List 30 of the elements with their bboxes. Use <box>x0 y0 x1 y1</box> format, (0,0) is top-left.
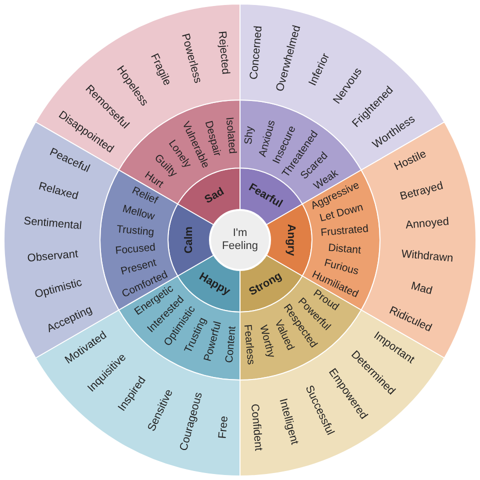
feeling-word: Withdrawn <box>400 248 454 265</box>
feeling-word: Shy <box>242 126 256 145</box>
feeling-word: Isolated <box>223 116 238 154</box>
feeling-word: Confident <box>248 403 264 452</box>
feeling-word: Focused <box>114 241 156 257</box>
feeling-word: Rejected <box>216 30 232 75</box>
feeling-word: Fragile <box>148 52 174 88</box>
category-label: Calm <box>183 226 195 254</box>
feeling-word: Hostile <box>392 148 428 174</box>
feeling-word: Mad <box>410 280 434 298</box>
feeling-word: Annoyed <box>405 216 450 232</box>
feeling-word: Concerned <box>248 25 265 80</box>
category-label: Sad <box>202 186 226 206</box>
feeling-word: Free <box>216 416 231 440</box>
category-label: Angry <box>285 224 297 256</box>
feeling-word: Content <box>223 326 238 364</box>
feeling-word: Optimistic <box>34 276 84 301</box>
feeling-word: Relaxed <box>37 180 80 202</box>
feeling-word: Fearless <box>241 324 257 366</box>
feeling-word: Worthy <box>257 324 278 359</box>
feeling-word: Observant <box>26 248 79 265</box>
feeling-word: Powerless <box>178 32 204 84</box>
feeling-word: Distant <box>328 242 362 257</box>
feeling-word: Frustrated <box>320 222 369 239</box>
feeling-word: Intelligent <box>276 397 301 446</box>
center-circle <box>209 209 271 271</box>
feeling-word: Betrayed <box>398 180 444 203</box>
feeling-word: Sentimental <box>23 215 82 232</box>
center-label: I'm Feeling <box>220 226 260 254</box>
feeling-word: Trusting <box>116 223 155 238</box>
